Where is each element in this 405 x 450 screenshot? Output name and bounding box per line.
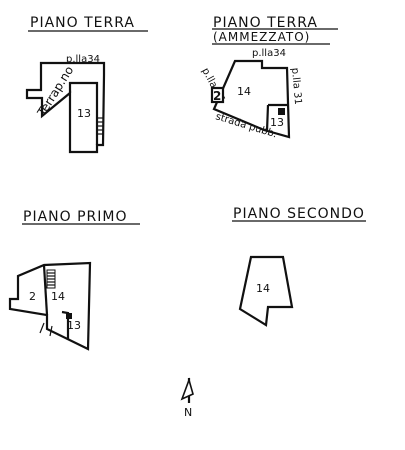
plan-piano-terra-ammezzato: PIANO TERRA (AMMEZZATO) p.lla34 p.lla 36… [199,15,338,140]
plan-piano-terra: PIANO TERRA p.lla34 Terrap.no 13 [25,15,148,154]
label-plla34: p.lla34 [66,54,100,65]
unit-13-outline [68,81,99,145]
subtitle-ammezzato: (AMMEZZATO) [213,30,310,44]
north-arrow: N [180,377,194,419]
partition-wall [42,264,49,316]
north-arrow-icon [180,377,194,401]
stair-line [39,322,45,334]
title-piano-secondo: PIANO SECONDO [233,206,365,222]
label-unit-13: 13 [270,116,284,129]
floor-outline [25,61,106,154]
title-piano-terra: PIANO TERRA [30,15,135,31]
plan-piano-primo: PIANO PRIMO 2 14 13 [8,209,140,351]
stair-mark [278,108,285,115]
label-unit-14: 14 [51,290,65,303]
label-unit-14: 14 [237,85,251,98]
north-label: N [184,406,192,419]
label-unit-13: 13 [67,319,81,332]
title-piano-primo: PIANO PRIMO [23,209,128,225]
label-unit-13: 13 [77,107,91,120]
floor-outline [238,255,294,327]
label-unit-2: 2 [213,89,221,103]
floor-outline [8,261,92,351]
label-plla34: p.lla34 [252,48,286,59]
plan-piano-secondo: PIANO SECONDO 14 [232,206,366,327]
label-plla31: p.lla 31 [289,67,303,105]
stair-mark [66,313,72,319]
label-unit-2: 2 [29,290,36,303]
unit-2-box [210,86,225,104]
title-piano-terra-ammezzato: PIANO TERRA [213,15,318,31]
label-unit-14: 14 [256,282,270,295]
unit-13-outline [265,103,287,132]
floor-outline [212,59,291,139]
